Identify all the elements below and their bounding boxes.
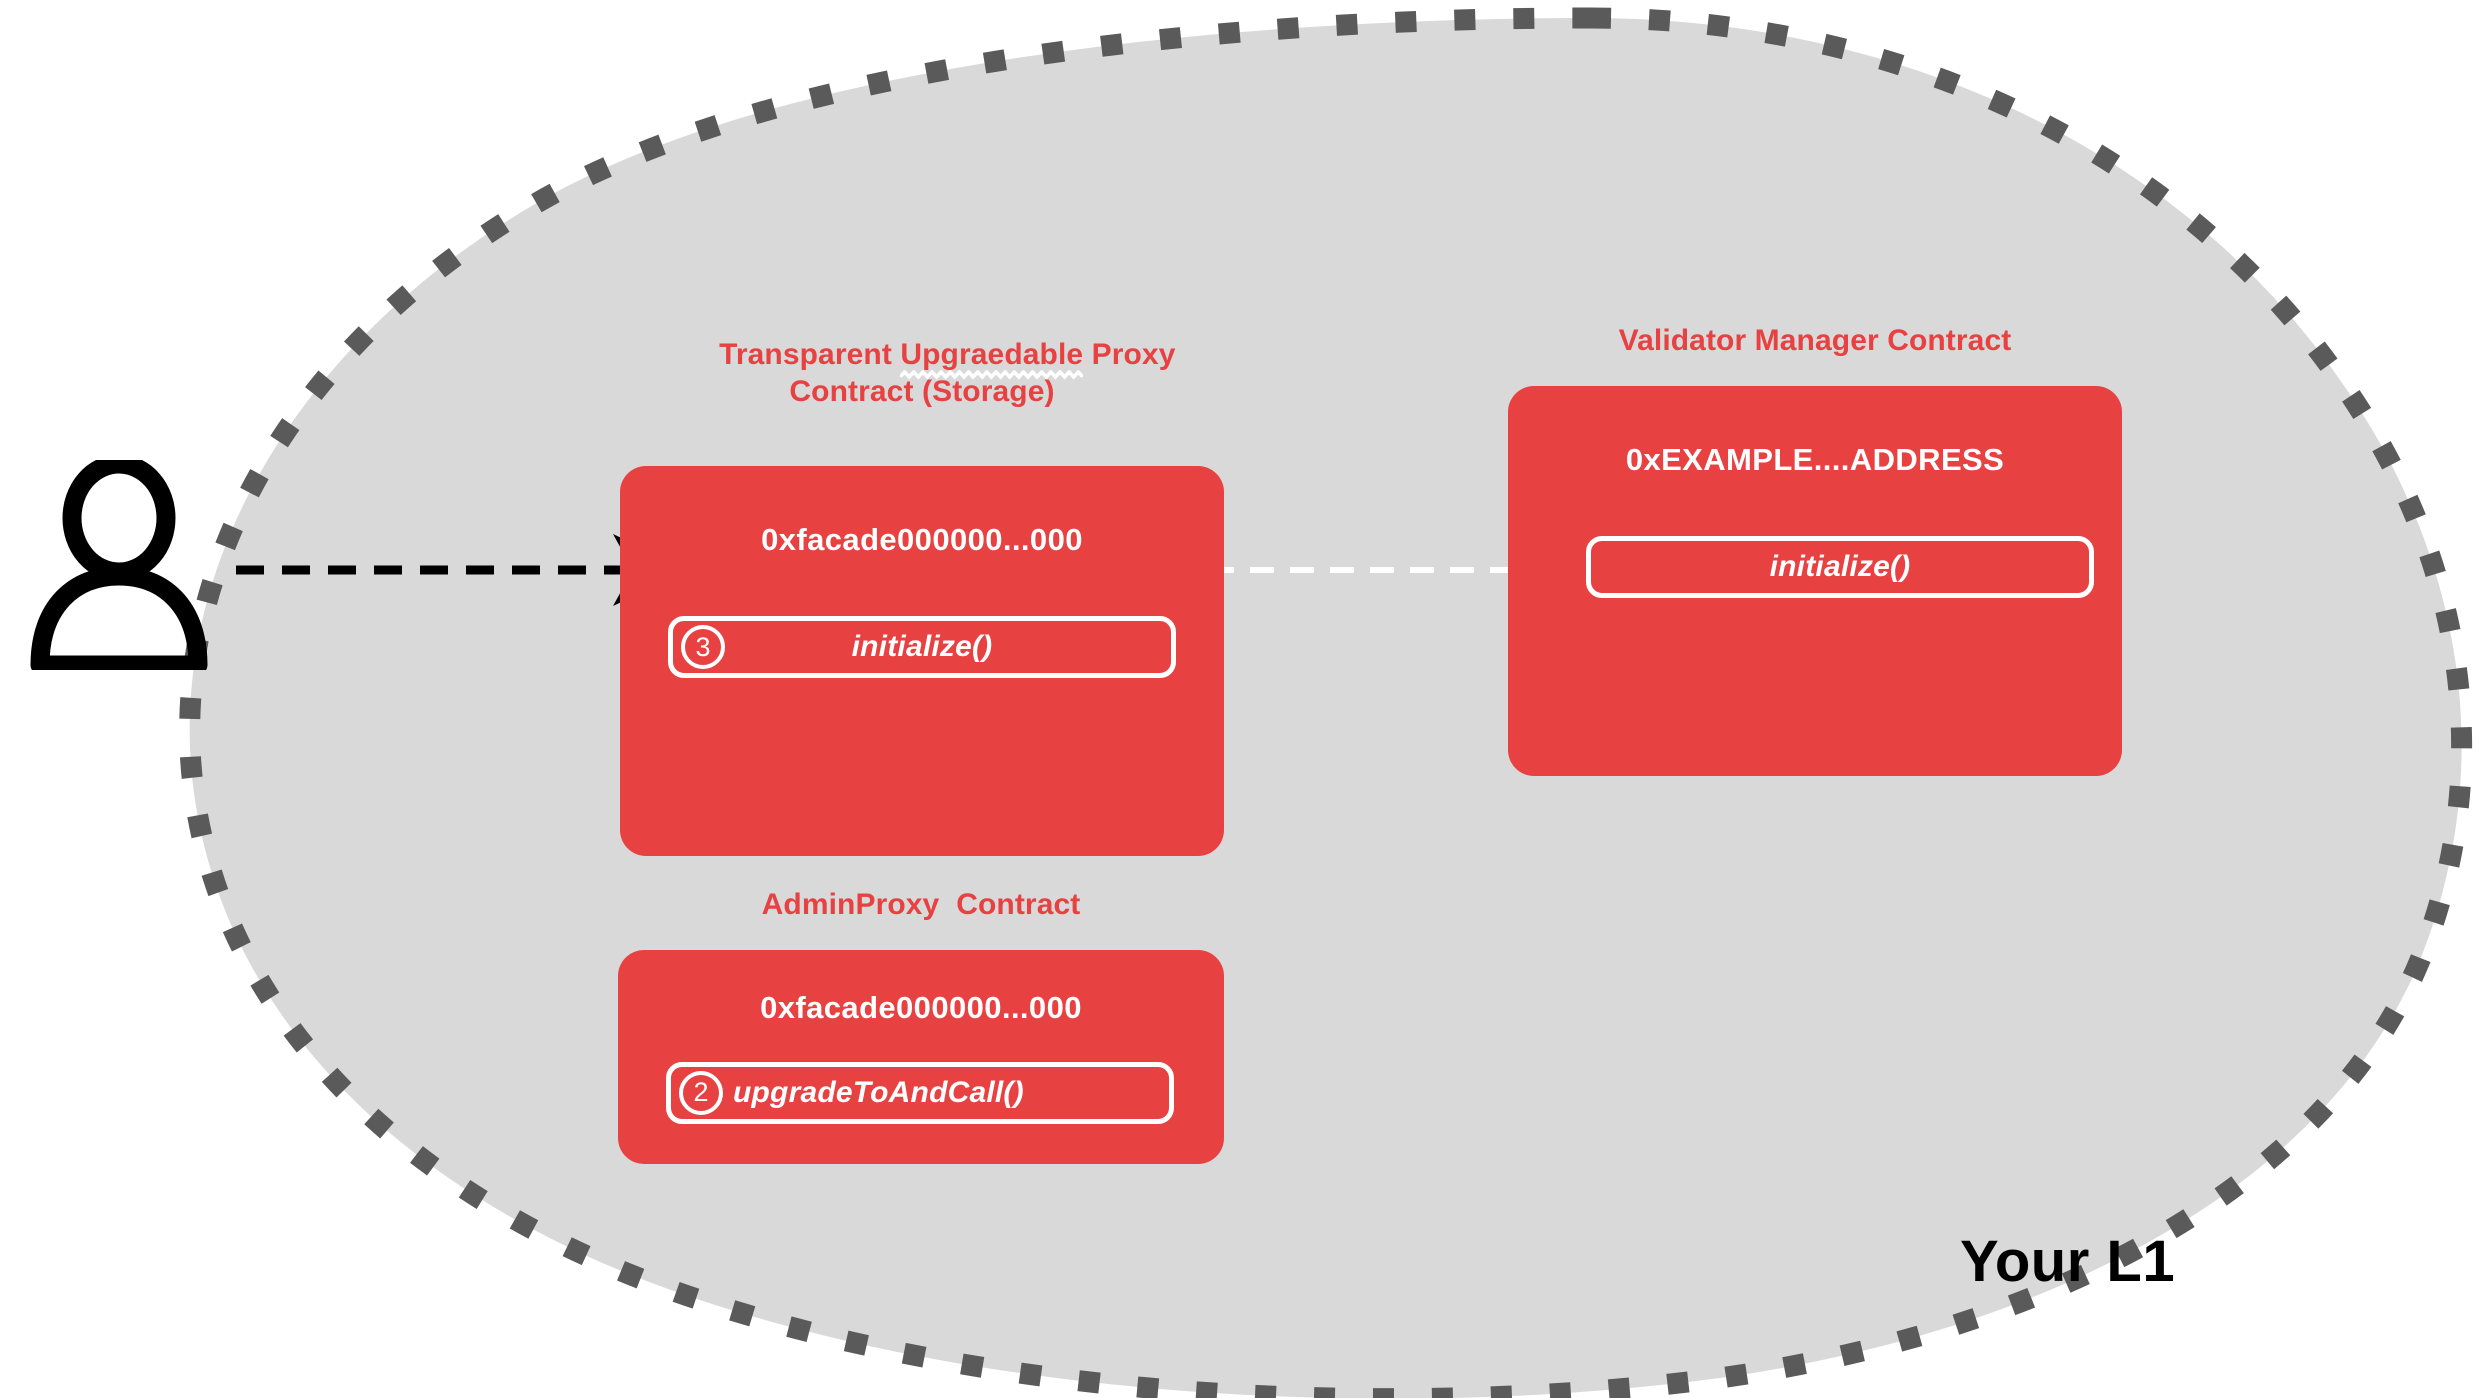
contract-box-validator-manager[interactable]: 0xEXAMPLE....ADDRESS initialize() xyxy=(1508,385,2122,776)
function-pill-upgrade-to-and-call[interactable]: 2 upgradeToAndCall() xyxy=(666,1061,1174,1124)
contract-address-validator-manager: 0xEXAMPLE....ADDRESS xyxy=(1625,441,2005,477)
function-pill-initialize-proxy[interactable]: 3 initialize() xyxy=(668,616,1176,678)
title-text-line2: Contract (Storage) xyxy=(789,375,1055,408)
function-name-initialize: initialize() xyxy=(1769,549,1911,583)
zone-label-your-l1: Your L1 xyxy=(1960,1229,2176,1294)
person-icon xyxy=(30,460,208,670)
title-text-post: Proxy xyxy=(1083,337,1176,371)
contract-address-admin-proxy: 0xfacade000000...000 xyxy=(760,989,1082,1025)
function-pill-initialize-validator[interactable]: initialize() xyxy=(1586,535,2094,598)
function-name-upgrade-to-and-call: upgradeToAndCall() xyxy=(733,1075,1024,1109)
contract-title-admin-proxy: AdminProxy Contract xyxy=(761,888,1081,921)
contract-title-validator-manager: Validator Manager Contract xyxy=(1618,324,2012,357)
step-badge-2: 2 xyxy=(679,1070,723,1115)
step-badge-3: 3 xyxy=(681,625,725,669)
function-name-initialize: initialize() xyxy=(851,630,993,663)
contract-box-admin-proxy[interactable]: 0xfacade000000...000 2 upgradeToAndCall(… xyxy=(618,949,1224,1164)
title-text-pre: Transparent xyxy=(719,337,901,371)
contract-address-transparent-proxy: 0xfacade000000...000 xyxy=(761,522,1083,557)
title-text-misspelled: Upgraedable xyxy=(900,337,1084,371)
contract-box-transparent-proxy[interactable]: 0xfacade000000...000 3 initialize() xyxy=(620,466,1224,856)
contract-validator-manager: Validator Manager Contract 0xEXAMPLE....… xyxy=(1508,322,2122,776)
misspelled-word-wrap: Upgraedable xyxy=(900,336,1084,380)
contract-admin-proxy: AdminProxy Contract 0xfacade000000...000… xyxy=(618,886,1224,1164)
